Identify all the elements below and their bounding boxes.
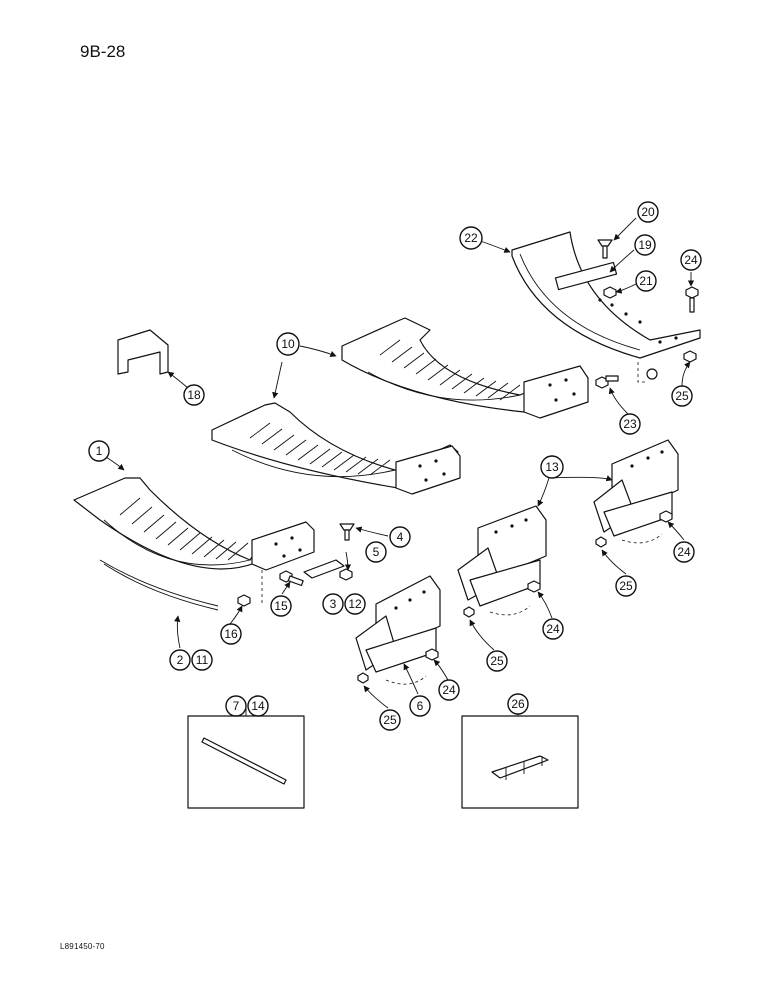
callout-18: 18 xyxy=(183,384,205,406)
callout-label: 22 xyxy=(464,231,478,245)
callout-label: 7 xyxy=(233,699,240,713)
callout-24-right: 24 xyxy=(673,541,695,563)
callout-label: 5 xyxy=(373,545,380,559)
callout-11: 11 xyxy=(191,649,213,671)
callout-label: 24 xyxy=(442,683,456,697)
callout-25-right: 25 xyxy=(615,575,637,597)
callout-label: 25 xyxy=(675,389,689,403)
concave-section-10-middle xyxy=(211,402,461,495)
callout-label: 6 xyxy=(417,699,424,713)
nut-25-top xyxy=(646,350,697,380)
callout-label: 25 xyxy=(383,713,397,727)
wear-strip-2-11 xyxy=(99,559,219,611)
callout-19: 19 xyxy=(634,234,656,256)
concave-section-10-back xyxy=(341,317,589,419)
callout-6: 6 xyxy=(409,695,431,717)
inset-box-26 xyxy=(461,708,579,809)
callout-14: 14 xyxy=(247,695,269,717)
callout-label: 26 xyxy=(511,697,525,711)
nut-16 xyxy=(237,594,251,607)
figure-code: L891450-70 xyxy=(60,942,105,951)
plate-3-12 xyxy=(303,559,345,579)
callout-20: 20 xyxy=(637,201,659,223)
guard-18 xyxy=(117,329,169,375)
callout-label: 4 xyxy=(397,530,404,544)
callout-label: 12 xyxy=(348,597,362,611)
callout-12: 12 xyxy=(344,593,366,615)
callout-13: 13 xyxy=(540,455,564,479)
callout-23: 23 xyxy=(619,413,641,435)
callout-26: 26 xyxy=(507,693,529,715)
callout-label: 16 xyxy=(224,627,238,641)
callout-2: 2 xyxy=(169,649,191,671)
callout-label: 19 xyxy=(638,238,652,252)
callout-label: 2 xyxy=(177,653,184,667)
callout-10: 10 xyxy=(276,332,300,356)
callout-label: 14 xyxy=(251,699,265,713)
callout-label: 23 xyxy=(623,417,637,431)
callout-label: 15 xyxy=(274,599,288,613)
callout-24-top: 24 xyxy=(680,249,702,271)
callout-4: 4 xyxy=(389,526,411,548)
callout-label: 3 xyxy=(330,597,337,611)
callout-7: 7 xyxy=(225,695,247,717)
callout-label: 20 xyxy=(641,205,655,219)
callout-21: 21 xyxy=(635,270,657,292)
callout-24-left: 24 xyxy=(438,679,460,701)
leader-lines xyxy=(98,217,695,709)
bolt-15 xyxy=(279,570,304,587)
nut-21 xyxy=(603,286,617,299)
callout-label: 21 xyxy=(639,274,653,288)
filler-plate-13-middle xyxy=(457,505,547,618)
callout-5: 5 xyxy=(365,541,387,563)
callout-25-left: 25 xyxy=(379,709,401,731)
callout-label: 13 xyxy=(545,460,559,474)
bolt-23 xyxy=(595,375,619,389)
nut-5 xyxy=(339,568,353,581)
callout-label: 11 xyxy=(196,653,209,667)
callout-label: 1 xyxy=(96,444,103,458)
callout-25-top: 25 xyxy=(671,385,693,407)
callout-label: 25 xyxy=(619,579,633,593)
inset-box-7-14 xyxy=(187,708,305,809)
callout-25-middle: 25 xyxy=(486,650,508,672)
filler-plate-6 xyxy=(355,575,441,685)
callout-label: 18 xyxy=(187,388,201,402)
bolt-4 xyxy=(339,523,355,541)
callout-label: 10 xyxy=(281,337,295,351)
callout-3: 3 xyxy=(322,593,344,615)
bolt-24-top xyxy=(685,286,699,313)
callout-1: 1 xyxy=(88,440,110,462)
callout-label: 24 xyxy=(684,253,698,267)
callout-24-middle: 24 xyxy=(542,618,564,640)
callout-label: 24 xyxy=(677,545,691,559)
callout-15: 15 xyxy=(270,595,292,617)
callout-16: 16 xyxy=(220,623,242,645)
callout-label: 24 xyxy=(546,622,560,636)
page-number: 9B-28 xyxy=(80,42,126,61)
callout-label: 25 xyxy=(490,654,504,668)
callout-22: 22 xyxy=(459,226,483,250)
bolt-20 xyxy=(597,239,613,259)
concave-section-1-front xyxy=(73,477,315,605)
filler-plate-13-right xyxy=(593,439,679,548)
